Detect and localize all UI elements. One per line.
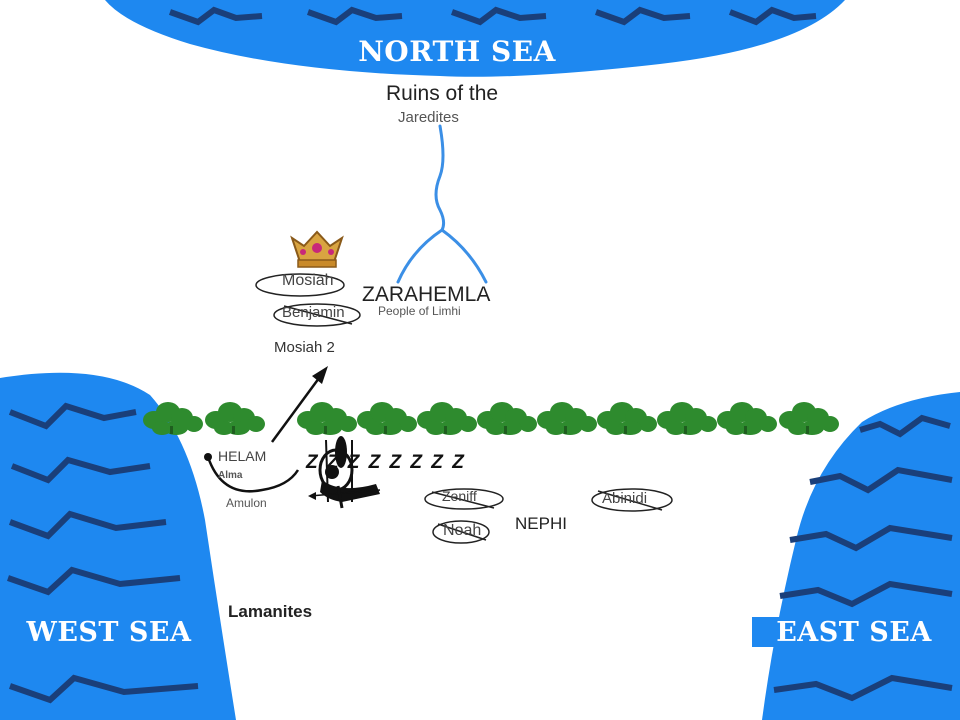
east-sea-label: EAST SEA [752,617,956,648]
east-sea-waves [773,414,953,702]
abinidi-strike [597,490,663,511]
noah-strike [437,523,487,541]
north-sea-waves [168,6,817,26]
noah-oval [432,520,490,544]
amulon-label: Amulon [226,496,267,510]
zarahemla-label: ZARAHEMLA [362,283,491,306]
mosiah-label: Mosiah [282,272,334,289]
forest-clump [417,402,477,435]
north-sea-label: NORTH SEA [338,34,576,68]
lamanites-label: Lamanites [228,602,313,621]
zeniff-label: Zeniff [442,488,477,504]
west-sea-label: WEST SEA [2,616,216,648]
benjamin-oval [273,303,361,327]
alma-label: Alma [218,470,243,481]
west-sea-waves [7,402,199,704]
forest-clump [779,402,839,435]
abinidi-oval [591,488,673,512]
forest-clump [597,402,657,435]
forest-icon [143,402,839,435]
forest-clump [657,402,717,435]
forest-clump [717,402,777,435]
forest-clump [477,402,537,435]
river [396,124,488,284]
scripture-reference: Mosiah 2 [274,339,335,356]
forest-clump [143,402,203,435]
helam-label: HELAM [218,448,267,464]
nephi-label: NEPHI [515,514,567,533]
amulon-path [206,456,300,493]
ruins-label: Ruins of the [386,82,499,105]
east-sea [762,392,960,720]
noah-label: Noah [443,522,482,539]
zeniff-oval [424,488,504,510]
sleeping-soldier-icon [308,436,381,509]
mosiah-oval [255,273,345,297]
jaredites-label: Jaredites [398,109,459,126]
forest-clump [297,402,357,435]
people-of-limhi-label: People of Limhi [378,304,461,318]
sleeping-zzz: Z Z Z Z Z Z Z Z [306,452,466,473]
arrow-up-right-icon [270,366,328,443]
forest-clump [537,402,597,435]
forest-clump [357,402,417,435]
forest-clump [205,402,265,435]
crown-icon [290,230,344,268]
abinidi-label: Abinidi [602,490,648,507]
benjamin-label: Benjamin [282,304,345,321]
benjamin-strike [283,305,353,325]
zeniff-strike [431,491,495,509]
